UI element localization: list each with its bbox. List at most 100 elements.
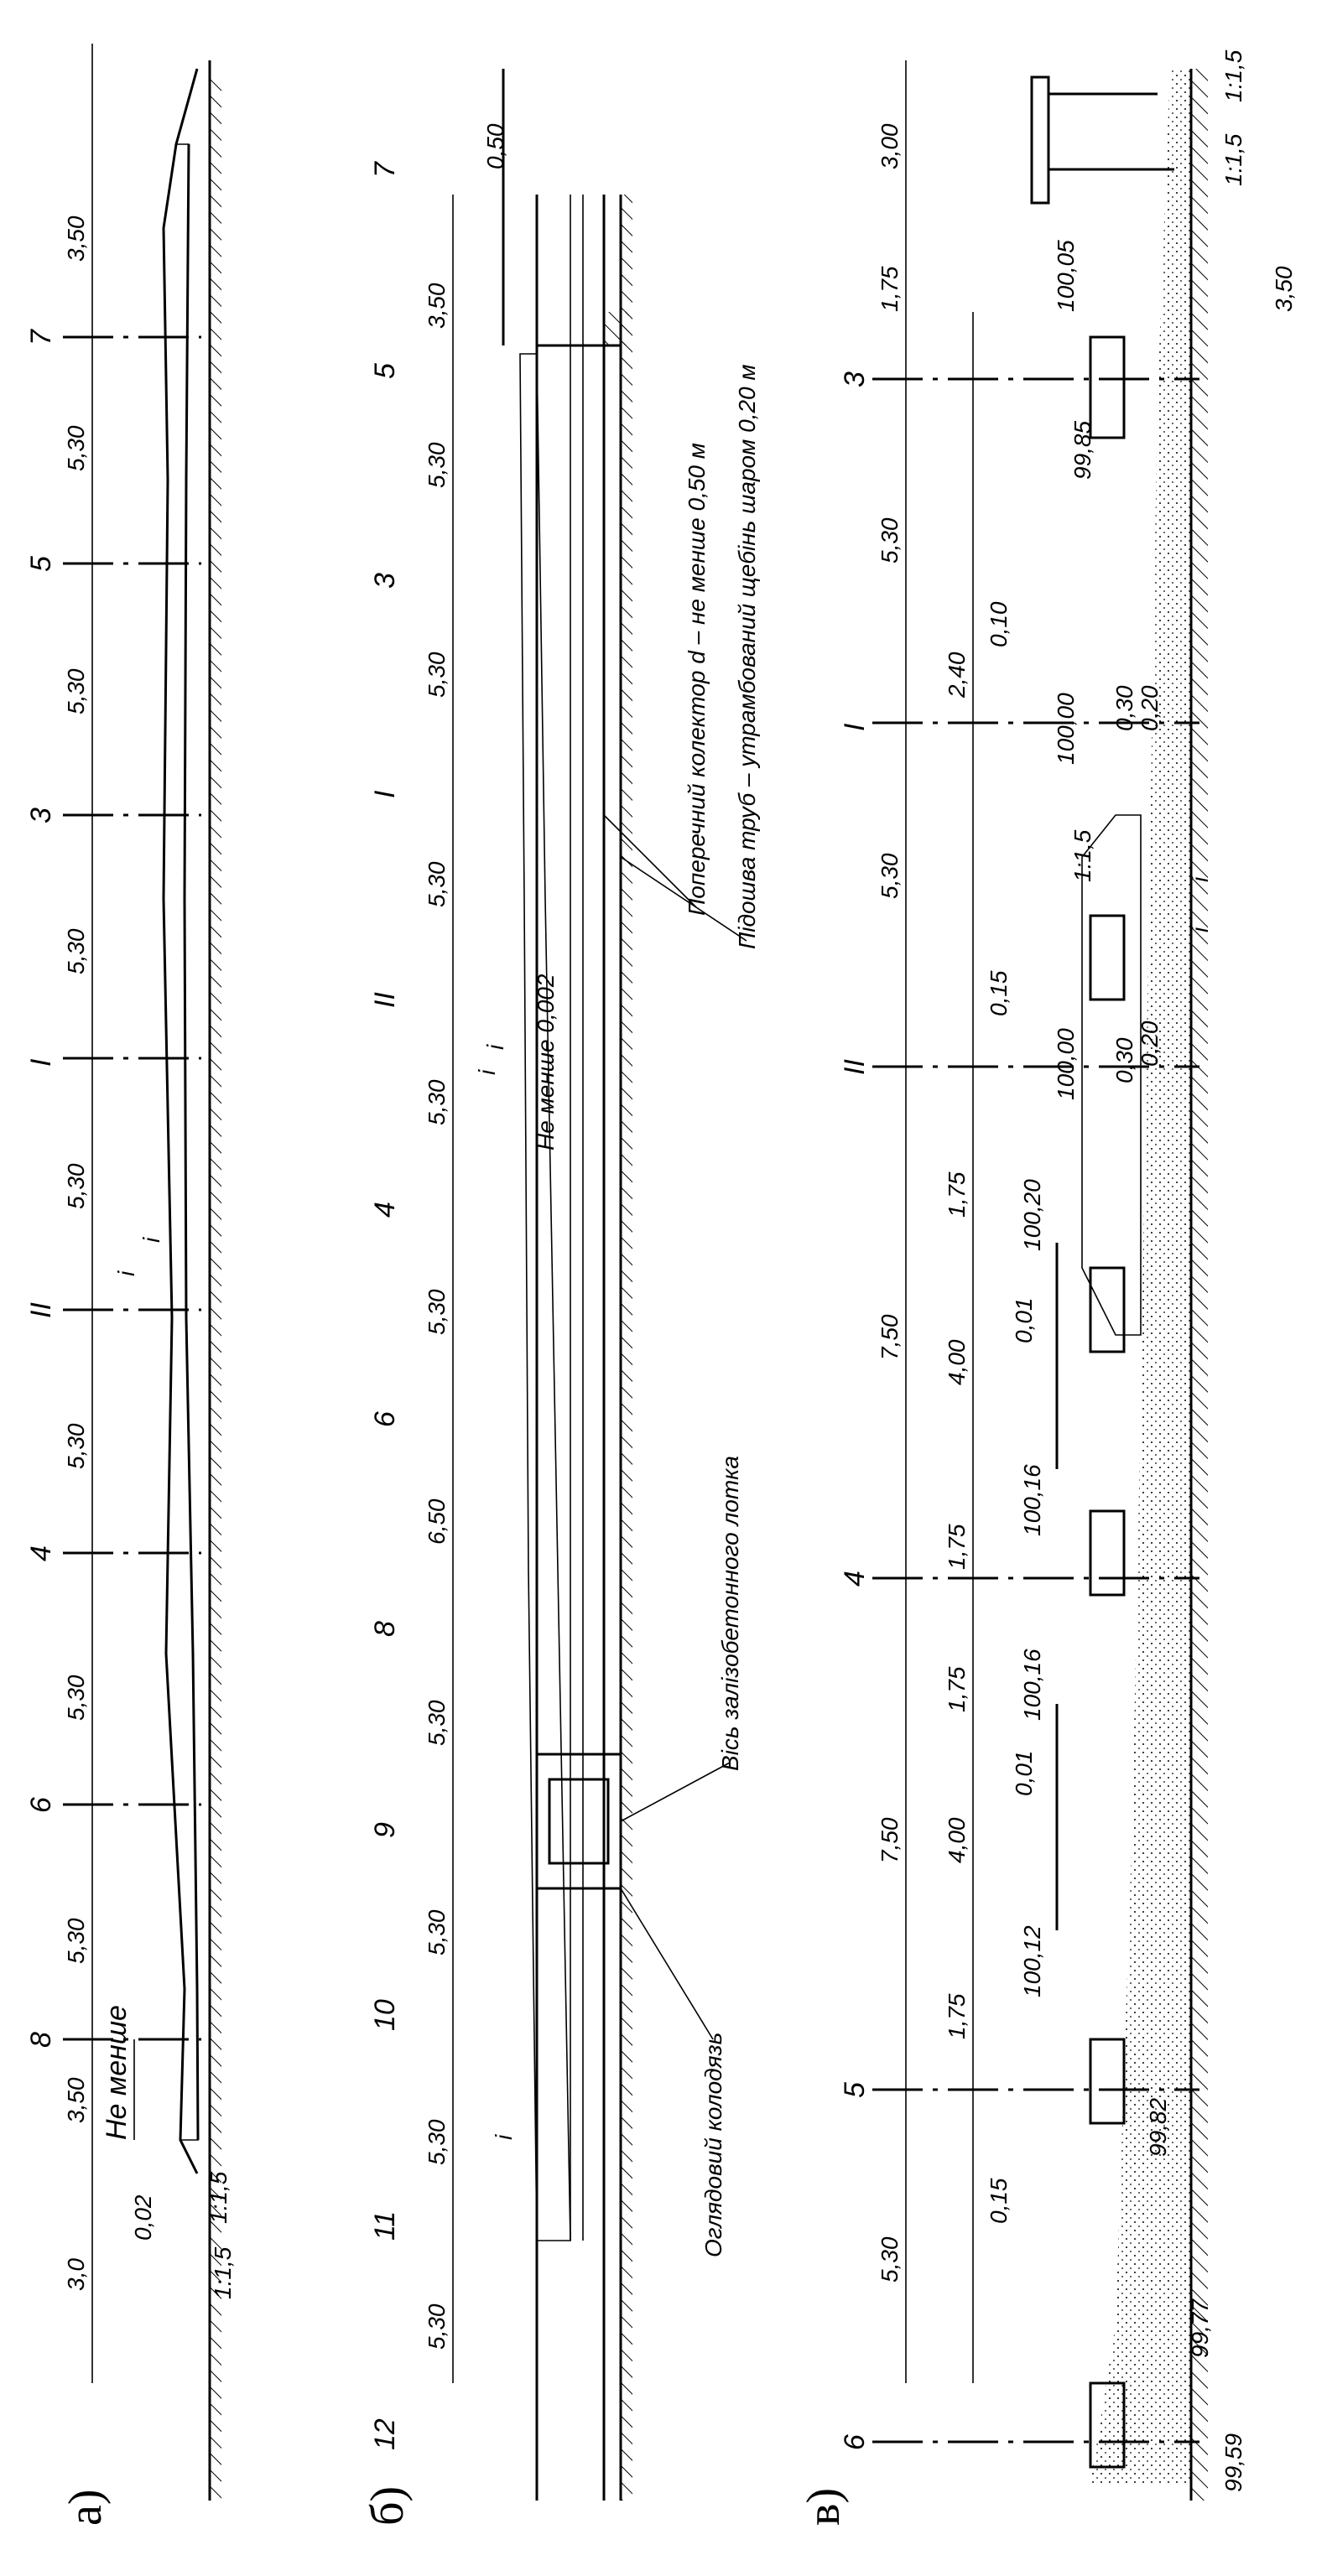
axis-label: I bbox=[25, 1058, 57, 1067]
axis-label: 11 bbox=[369, 2211, 401, 2241]
panel-b: б) 5,30 5,30 5,30 5,30 6,50 5,30 5,30 5,… bbox=[362, 69, 760, 2526]
elevation-label: 99,59 bbox=[1220, 2433, 1246, 2492]
dim-label: 5,30 bbox=[424, 1079, 450, 1125]
dim-label: 4,00 bbox=[944, 1817, 970, 1863]
dim-label: 4,00 bbox=[944, 1339, 970, 1385]
dim-label: 1,75 bbox=[944, 1993, 970, 2039]
axis-label: 3 bbox=[369, 573, 401, 589]
dim-label: 5,30 bbox=[63, 668, 89, 714]
dim-label: 5,30 bbox=[877, 2236, 903, 2283]
panel-a-slope-1: 1:1,5 bbox=[206, 2171, 232, 2224]
panel-a-dims: 3,0 3,50 5,30 5,30 5,30 5,30 5,30 5,30 5… bbox=[63, 216, 89, 2291]
panel-c-gravel bbox=[1081, 814, 1142, 1336]
dim-label: 5,30 bbox=[63, 1423, 89, 1469]
panel-c-axis-lines bbox=[872, 377, 1199, 2444]
panel-b-min-slope: Не менше 0,002 bbox=[533, 974, 559, 1150]
panel-b-trough bbox=[519, 353, 571, 2241]
panel-c-slope-2: 1:1,5 bbox=[1220, 133, 1246, 186]
dim-label: 5,30 bbox=[424, 652, 450, 698]
axis-label: II bbox=[839, 1059, 871, 1075]
dim-label: 5,30 bbox=[424, 2119, 450, 2165]
dim-label: 7,50 bbox=[877, 1314, 903, 1360]
dim-label: 6,50 bbox=[424, 1498, 450, 1545]
panel-c-elevations: 99,59 99,77 99,82 100,12 100,16 100,16 1… bbox=[1019, 240, 1246, 2492]
panel-b-i-3: i bbox=[482, 1044, 508, 1050]
axis-label: 6 bbox=[369, 1411, 401, 1427]
panel-a-note-min: Не менше bbox=[101, 2005, 133, 2140]
dim-label: 5,30 bbox=[63, 1163, 89, 1209]
thickness-label: 0,30 bbox=[1111, 685, 1137, 731]
panel-c-main-dims: 5,30 7,50 7,50 5,30 5,30 1,75 3,00 bbox=[877, 123, 903, 2283]
panel-c-i-1: i bbox=[1187, 927, 1213, 932]
dim-label: 5,30 bbox=[63, 1675, 89, 1721]
elevation-label: 100,20 bbox=[1019, 1179, 1045, 1251]
axis-label: 8 bbox=[25, 2032, 57, 2048]
axis-label: 10 bbox=[369, 1999, 401, 2031]
panel-c-bridge-deck bbox=[1030, 75, 1050, 205]
panel-b-manhole-inner bbox=[548, 1778, 610, 1865]
dim-label: 3,00 bbox=[877, 123, 903, 169]
panel-c-slab bbox=[1089, 914, 1126, 1001]
axis-label: 8 bbox=[369, 1621, 401, 1637]
panel-a: а) Не менше 3,0 3,50 5,30 5,30 5,30 5,30… bbox=[25, 44, 236, 2526]
dim-label: 5,30 bbox=[424, 442, 450, 488]
elevation-label: 100,12 bbox=[1019, 1925, 1045, 1997]
panel-b-end-hatch bbox=[604, 312, 629, 345]
dim-label: 1,75 bbox=[877, 266, 903, 312]
callout-pipe-base: Підошва труб – утрамбований щебінь шаром… bbox=[734, 364, 760, 949]
dim-label: 1,75 bbox=[944, 1524, 970, 1570]
dim-label: 5,30 bbox=[424, 1909, 450, 1955]
dim-label: 5,30 bbox=[424, 2303, 450, 2350]
callout-manhole: Оглядовий колодязь bbox=[700, 2033, 726, 2257]
thickness-label: 0,10 bbox=[986, 601, 1012, 647]
dim-label: 5,30 bbox=[424, 1289, 450, 1335]
panel-c-slab bbox=[1089, 1509, 1126, 1597]
elevation-label: 99,85 bbox=[1069, 421, 1095, 480]
panel-b-i-2: i bbox=[474, 1069, 500, 1075]
elevation-label: 100,16 bbox=[1019, 1649, 1045, 1721]
panel-c-slope-1: 1:1,5 bbox=[1069, 829, 1095, 882]
elevation-label: 100,00 bbox=[1053, 1028, 1079, 1100]
panel-b-axes: 12 11 10 9 8 6 4 II I 3 5 7 bbox=[369, 161, 401, 2450]
callout-trough-axis: Вісь залізобетонного лотка bbox=[717, 1456, 743, 1771]
thickness-label: 0,20 bbox=[1137, 1021, 1163, 1067]
thickness-label: 0,30 bbox=[1111, 1037, 1137, 1083]
axis-label: I bbox=[369, 790, 401, 798]
panel-a-slope-2: 1:1,5 bbox=[210, 2246, 236, 2299]
panel-a-label: а) bbox=[60, 2489, 112, 2526]
dim-label: 5,30 bbox=[424, 1700, 450, 1746]
thickness-label: 3,50 bbox=[1271, 266, 1297, 312]
panel-a-axes: 8 6 4 II I 3 5 7 bbox=[25, 329, 57, 2048]
panel-c-slab bbox=[1089, 2038, 1126, 2125]
callout-collector: Поперечний колектор d – не менше 0,50 м bbox=[684, 443, 710, 916]
thickness-label: 0,20 bbox=[1137, 685, 1163, 731]
axis-label: 4 bbox=[839, 1571, 871, 1587]
dim-label: 5,30 bbox=[877, 517, 903, 564]
axis-label: 3 bbox=[25, 808, 57, 823]
axis-label: 7 bbox=[369, 161, 401, 178]
panel-c-slope-3: 1:1,5 bbox=[1220, 49, 1246, 102]
axis-label: 7 bbox=[25, 329, 57, 345]
axis-label: II bbox=[25, 1302, 57, 1318]
axis-label: 5 bbox=[369, 363, 401, 379]
elevation-label: 100,05 bbox=[1053, 240, 1079, 312]
axis-label: 12 bbox=[369, 2418, 401, 2450]
axis-label: 4 bbox=[25, 1545, 57, 1561]
axis-label: II bbox=[369, 992, 401, 1008]
panel-b-i-1: i bbox=[491, 2134, 517, 2140]
axis-label: 9 bbox=[369, 1822, 401, 1838]
dim-label: 5,30 bbox=[424, 861, 450, 907]
panel-a-ground-hatch bbox=[210, 77, 221, 2501]
panel-c-ground-hatch bbox=[1191, 69, 1208, 2501]
panel-a-axis-lines bbox=[63, 335, 201, 2041]
panel-b-top-dim: 0,50 bbox=[482, 123, 508, 169]
axis-label: 3 bbox=[839, 371, 871, 387]
dim-label: 5,30 bbox=[63, 425, 89, 471]
panel-c: в) 6 5 4 II I 3 5,30 bbox=[798, 49, 1297, 2526]
dim-label: 3,50 bbox=[63, 216, 89, 262]
elevation-label: 99,82 bbox=[1145, 2098, 1171, 2157]
thickness-label: 0,01 bbox=[1011, 1751, 1037, 1797]
panel-c-sub-dims: 1,75 4,00 1,75 1,75 4,00 1,75 2,40 bbox=[944, 652, 970, 2039]
